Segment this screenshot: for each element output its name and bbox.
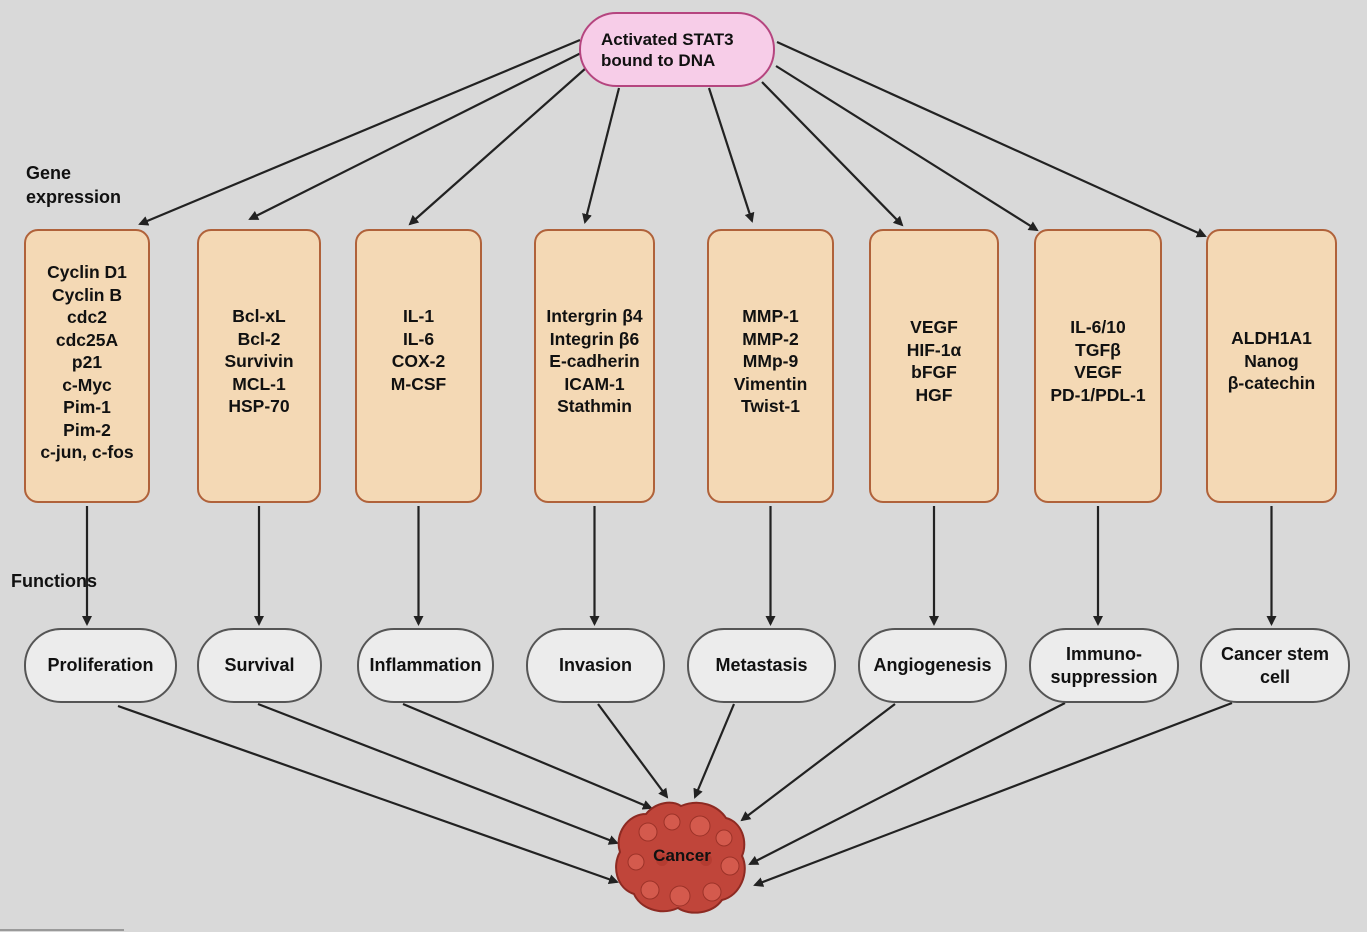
function-label: Cancer stem	[1220, 643, 1330, 664]
stat3-to-gene-arrow	[776, 40, 1207, 238]
gene-item: PD-1/PDL-1	[1050, 384, 1146, 405]
function-to-cancer-arrow	[740, 703, 896, 822]
function-label: Angiogenesis	[873, 655, 992, 675]
function-pill: Survival	[197, 628, 322, 703]
function-to-cancer-arrow	[597, 703, 669, 799]
gene-item: Bcl-2	[237, 328, 281, 349]
gene-item: Bcl-xL	[232, 306, 286, 326]
function-pill: Angiogenesis	[858, 628, 1007, 703]
gene-item: Vimentin	[733, 373, 808, 394]
gene-item: MMP-2	[742, 328, 799, 349]
gene-item: p21	[71, 352, 103, 372]
gene-item: HGF	[915, 384, 953, 405]
function-pill: Immuno-suppression	[1029, 628, 1179, 703]
stat3-to-gene-arrow	[138, 38, 581, 226]
stat3-to-gene-arrow	[582, 87, 621, 224]
gene-item: IL-1	[402, 306, 435, 326]
function-to-cancer-arrow	[402, 702, 653, 810]
function-label: suppression	[1050, 666, 1158, 687]
function-label: Metastasis	[715, 655, 808, 675]
gene-item: Integrin β6	[549, 328, 640, 349]
gene-item: E-cadherin	[549, 351, 640, 371]
gene-item: IL-6	[402, 328, 435, 349]
gene-item: c-jun, c-fos	[40, 442, 134, 462]
gene-item: bFGF	[911, 362, 957, 382]
corner-divider	[0, 929, 124, 931]
stat3-to-gene-arrow	[248, 51, 584, 220]
function-to-cancer-arrow	[753, 701, 1233, 887]
gene-item: cdc2	[67, 307, 107, 327]
function-to-cancer-arrow	[693, 703, 736, 799]
function-pill: Invasion	[526, 628, 665, 703]
gene-item: TGFβ	[1075, 339, 1121, 360]
cancer-tumor-icon	[615, 801, 746, 914]
function-label: Invasion	[558, 655, 633, 675]
gene-item: HIF-1α	[906, 339, 962, 360]
stat3-to-gene-arrow	[707, 87, 755, 223]
top-node-line: bound to DNA	[601, 50, 716, 70]
gene-item: VEGF	[1074, 362, 1122, 382]
gene-item: HSP-70	[228, 396, 290, 416]
gene-item: Intergrin β4	[546, 306, 643, 326]
gene-item: Stathmin	[557, 396, 632, 416]
gene-item: cdc25A	[55, 329, 119, 350]
function-to-cancer-arrow	[748, 702, 1066, 865]
function-pill: Proliferation	[24, 628, 177, 703]
gene-item: MMp-9	[742, 351, 799, 371]
gene-item: Nanog	[1244, 350, 1299, 371]
gene-item: Twist-1	[741, 396, 800, 416]
top-node-line: Activated STAT3	[601, 29, 734, 49]
function-label: Immuno-	[1066, 643, 1142, 664]
gene-item: MCL-1	[232, 373, 286, 394]
gene-item: M-CSF	[390, 373, 447, 394]
activated-stat3-node: Activated STAT3 bound to DNA	[579, 12, 775, 87]
gene-item: c-Myc	[62, 374, 112, 395]
functions-label: Functions	[11, 571, 97, 591]
gene-item: IL-6/10	[1070, 317, 1126, 337]
gene-item: ICAM-1	[564, 373, 625, 394]
function-to-cancer-arrow	[117, 704, 619, 885]
gene-item: Pim-2	[63, 419, 111, 440]
stat3-to-gene-arrow	[408, 67, 587, 226]
function-label: Proliferation	[47, 655, 154, 675]
gene-item: Cyclin D1	[47, 262, 127, 282]
gene-item: Pim-1	[63, 397, 111, 417]
gene-item: Cyclin B	[51, 284, 123, 305]
function-to-cancer-arrow	[257, 702, 619, 845]
cancer-label: Cancer	[653, 846, 711, 865]
function-pill: Inflammation	[357, 628, 494, 703]
stat3-to-gene-arrow	[775, 65, 1039, 232]
gene-item: VEGF	[910, 317, 958, 337]
stat3-to-gene-arrow	[761, 81, 904, 227]
gene-item: MMP-1	[742, 306, 799, 326]
function-label: Survival	[224, 655, 295, 675]
gene-item: COX-2	[391, 351, 446, 371]
gene-item: Survivin	[224, 351, 294, 371]
gene-item: ALDH1A1	[1231, 328, 1312, 348]
gene-item: β-catechin	[1227, 373, 1316, 393]
function-pill: Metastasis	[687, 628, 836, 703]
function-label: cell	[1259, 666, 1291, 687]
function-label: Inflammation	[369, 655, 482, 675]
gene-expression-label: Gene expression	[26, 163, 122, 207]
